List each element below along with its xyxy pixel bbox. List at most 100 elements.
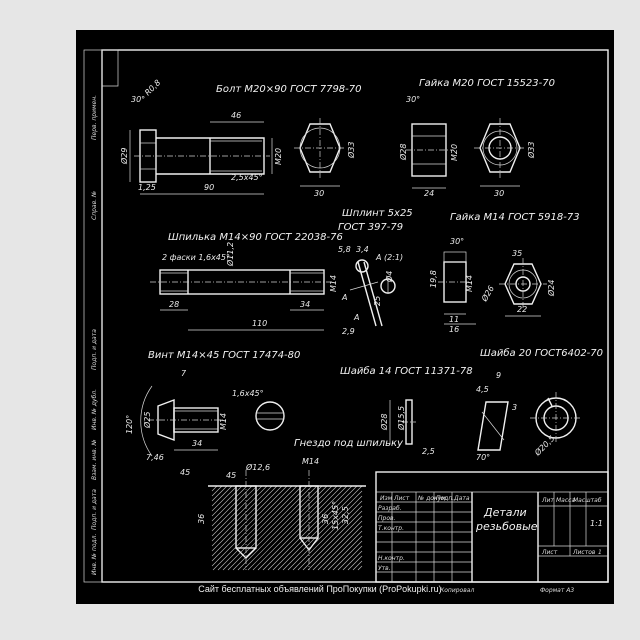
dim-label: М20 [450,144,459,161]
drawing-name-line2: резьбовые [475,520,538,533]
screw-title: Винт М14×45 ГОСТ 17474-80 [148,350,300,361]
dim-label: 30° [131,95,145,104]
dim-label: 22 [517,305,527,314]
dim-label: 2,9 [342,327,355,336]
dim-label: 19,8 [429,270,438,288]
title-block-cell: Утв. [378,565,391,572]
dim-label: 34 [300,300,310,309]
dim-label: 9 [496,371,501,380]
drawing-name-line1: Детали [483,506,527,519]
dim-label: 28 [169,300,179,309]
dim-label: 1,25 [138,183,156,192]
title-block-cell: Лит [541,497,554,504]
dim-label: R0,8 [143,78,162,97]
screw-drawing: Винт М14×45 ГОСТ 17474-80 7 1,6х45° 120°… [125,350,300,477]
bolt-drawing: Болт М20×90 ГОСТ 7798-70 30° R0,8 46 Ø29… [119,78,362,198]
nut-m20-drawing: Гайка М20 ГОСТ 15523-70 30° Ø28 М20 24 Ø… [398,78,555,198]
dim-label: Ø4 [384,271,394,283]
dim-label: 30 [494,189,504,198]
dim-label: 45 [226,471,236,480]
dim-label: 46 [231,111,241,120]
stud-drawing: Шпилька М14×90 ГОСТ 22038-76 2 фаски 1,6… [150,232,343,331]
dim-label: 110 [252,319,267,328]
dim-label: 32,5 [341,506,350,524]
dim-label: М20 [274,148,283,165]
dim-label: 90 [204,183,214,192]
side-label: Подп. и дата [91,329,98,370]
dim-label: 36 [321,514,330,524]
nut-m14-title: Гайка М14 ГОСТ 5918-73 [450,212,580,223]
dim-label: 4,5 [476,385,489,394]
stud-title: Шпилька М14×90 ГОСТ 22038-76 [168,232,343,243]
title-block-cell: Т.контр. [378,525,404,532]
drawing-sheet: Перв. примен. Справ. № Подп. и дата Инв.… [76,30,614,604]
title-block-cell: Масса [556,497,575,504]
bolt-title: Болт М20×90 ГОСТ 7798-70 [216,84,362,95]
socket-drawing: Гнездо под шпильку Ø12,6 М14 45 36 32,5 … [197,438,404,571]
side-label: Справ. № [91,191,98,220]
dim-label: Ø28 [379,414,389,431]
title-block-cell: Лист [393,495,410,502]
title-block-cell: Пров. [378,515,396,522]
sheets-count: 1 [598,549,602,556]
dim-label: 34 [192,439,202,448]
dim-label: Ø29 [119,148,129,165]
dim-label: 11 [449,315,459,324]
dim-label: 35 [512,249,522,258]
dim-label: 3 [512,403,517,412]
dim-label: Ø12,6 [245,462,270,472]
dim-label: 45 [180,468,190,477]
dim-label: 36 [197,514,206,524]
cotter-title: Шплинт 5х25 [342,208,413,219]
format-label: Формат А3 [540,587,574,594]
dim-label: М14 [465,275,474,292]
dim-label: Ø25 [142,412,152,429]
title-block-cell: Лист [541,549,558,556]
dim-label: Ø24 [546,280,556,297]
dim-label: 30° [406,95,420,104]
dim-label: 5,8 [338,245,351,254]
site-footer: Сайт бесплатных объявлений ПроПокупки (P… [198,584,442,594]
side-label: Подп. и дата [91,489,98,530]
washer14-title: Шайба 14 ГОСТ 11371-78 [340,365,473,377]
side-label: Взам. инв. № [91,439,98,480]
dim-label: Ø33 [346,142,356,159]
copied-label: Копировал [440,587,474,594]
side-column [83,49,103,583]
dim-label: А [341,293,347,302]
title-block-cell: Н.контр. [378,555,405,562]
dim-label: А (2:1) [375,253,403,262]
cotter-subtitle: ГОСТ 397-79 [338,222,403,233]
dim-label: М14 [219,413,228,430]
title-block-cell: Листов [572,549,596,556]
dim-label: 7 [181,369,187,378]
title-block-cell: Дата [453,495,470,502]
hatched-section [211,485,363,571]
side-label: Инв. № подл. [91,534,98,575]
dim-label: 2,5х45° [231,173,263,182]
dim-label: Ø11,2 [225,242,235,267]
dim-label: М14 [302,457,319,466]
dim-label: 24 [424,189,434,198]
side-labels: Перв. примен. Справ. № Подп. и дата Инв.… [91,95,98,575]
dim-label: 25 [373,296,382,306]
dim-label: 1,6х45° [232,389,264,398]
washer20-drawing: Шайба 20 ГОСТ6402-70 9 4,5 3 70° Ø20,5 [476,347,603,462]
title-block-cell: Подп. [436,495,454,502]
dim-label: Ø15,5 [396,406,406,431]
side-label: Перв. примен. [91,95,98,140]
dim-label: Ø26 [479,284,496,304]
dim-label: 2,5 [422,447,435,456]
socket-title: Гнездо под шпильку [294,438,404,449]
dim-label: 30 [314,189,324,198]
washer14-drawing: Шайба 14 ГОСТ 11371-78 Ø28 Ø15,5 2,5 [340,365,473,456]
dim-label: Ø20,5 [532,433,557,458]
dim-label: 2 фаски 1,6х45° [162,253,230,262]
title-block-cell: № докум. [417,495,448,502]
nut-m20-title: Гайка М20 ГОСТ 15523-70 [419,78,555,89]
dim-label: А [353,313,359,322]
dim-label: Ø28 [398,144,408,161]
dim-label: 15х45° [331,501,340,530]
dim-label: 16 [449,325,459,334]
dim-label: 70° [476,453,490,462]
